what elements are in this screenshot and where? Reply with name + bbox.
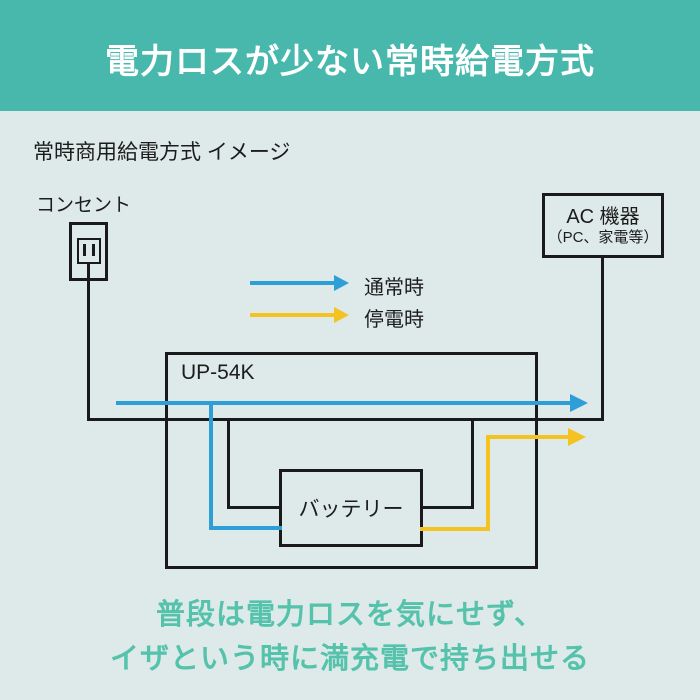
legend-outage-arrowhead-icon [334,307,349,323]
ac-device-title: AC 機器 [566,205,640,228]
diagram-subtitle: 常時商用給電方式 イメージ [33,141,291,164]
outlet-socket-icon [77,238,101,264]
battery-connect-left-horizontal-line [227,506,282,509]
ac-device-box: AC 機器 （PC、家電等） [542,193,664,258]
footer-line-2: イザという時に満充電で持ち出せる [109,643,590,675]
normal-flow-main-line [116,401,570,405]
battery-connect-right-vertical-line [471,419,474,509]
banner: 電力ロスが少ない常時給電方式 [0,0,700,111]
legend-outage-label: 停電時 [364,309,424,331]
legend-normal-arrowhead-icon [334,275,349,291]
outlet-cord-line [87,263,90,419]
ac-device-subtitle: （PC、家電等） [547,228,659,246]
footer-line-1: 普段は電力ロスを気にせず、 [156,599,544,631]
battery-label: バッテリー [298,498,404,521]
banner-title: 電力ロスが少ない常時給電方式 [105,43,595,81]
battery-box: バッテリー [279,469,423,547]
outlet-slot-icon [83,244,86,256]
normal-flow-charge-horizontal-line [209,526,282,530]
outage-flow-arrowhead-icon [568,428,586,446]
legend-normal-arrow-icon [250,281,334,285]
normal-flow-charge-vertical-line [209,401,213,530]
battery-connect-left-vertical-line [227,419,230,509]
outage-flow-battery-out-line [420,527,488,531]
outlet-slot-icon [92,244,95,256]
outage-flow-vertical-line [486,435,490,531]
battery-connect-right-horizontal-line [420,506,474,509]
ups-unit-label: UP-54K [181,361,255,384]
ups-unit-box [165,352,538,569]
main-power-bus-line [87,418,604,421]
legend-outage-arrow-icon [250,313,334,317]
outage-flow-output-line [486,435,568,439]
normal-flow-arrowhead-icon [570,394,588,412]
legend-normal-label: 通常時 [364,277,424,299]
outlet-label: コンセント [36,195,132,216]
footer-caption: 普段は電力ロスを気にせず、 イザという時に満充電で持ち出せる [0,593,700,681]
ac-device-feed-line [601,258,604,420]
